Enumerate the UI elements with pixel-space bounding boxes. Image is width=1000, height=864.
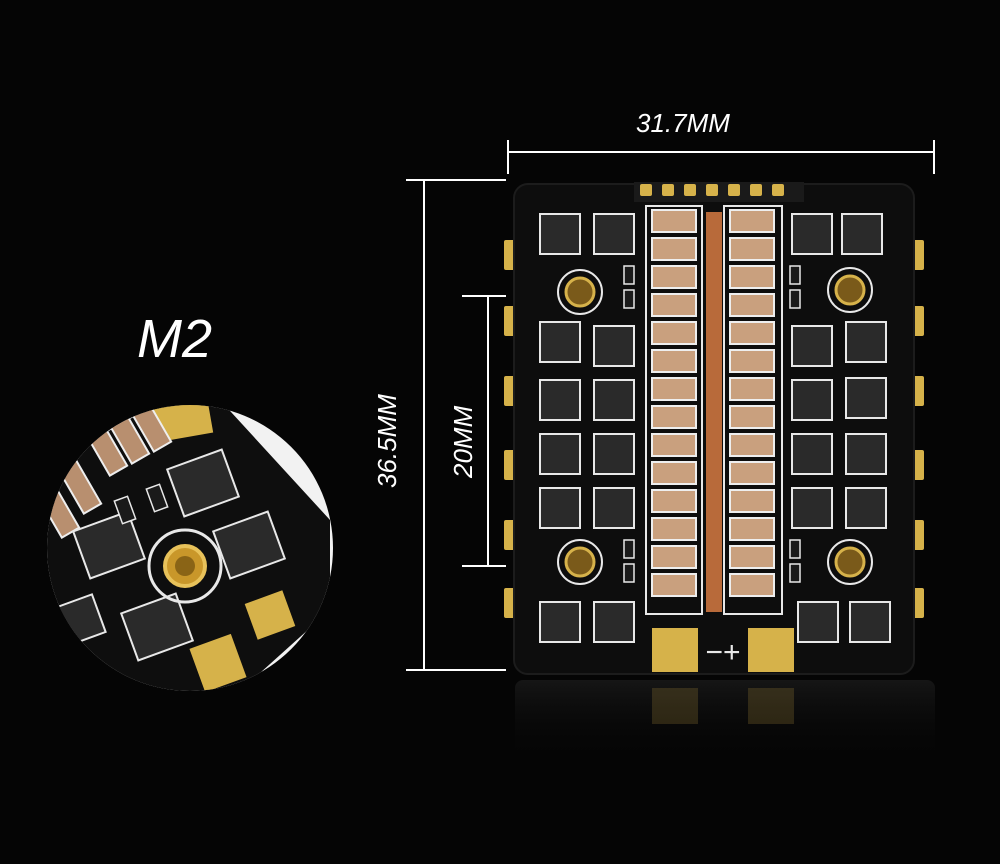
board-reflection bbox=[515, 680, 935, 760]
magnify-lens-icon bbox=[47, 405, 333, 691]
mounting-holes bbox=[557, 267, 873, 585]
capacitor-column-right bbox=[723, 205, 783, 615]
polarity-label: −+ bbox=[705, 636, 740, 669]
power-pad-positive bbox=[748, 628, 794, 672]
height-dimension-line bbox=[406, 179, 506, 671]
variant-label: M2 bbox=[137, 309, 213, 369]
width-dimension-line bbox=[507, 140, 935, 174]
power-pad-negative bbox=[652, 628, 698, 672]
mosfet-chips bbox=[539, 213, 891, 643]
height-label: 36.5MM bbox=[372, 394, 402, 488]
reflection-pad bbox=[652, 688, 698, 724]
copper-bus-bar bbox=[706, 212, 722, 612]
capacitor-column-left bbox=[645, 205, 703, 615]
width-label: 31.7MM bbox=[636, 108, 730, 138]
mount-spacing-dimension-line bbox=[462, 295, 506, 567]
small-passives bbox=[623, 265, 801, 583]
header-pins bbox=[634, 182, 804, 202]
reflection-pad bbox=[748, 688, 794, 724]
mount-spacing-label: 20MM bbox=[448, 405, 478, 478]
